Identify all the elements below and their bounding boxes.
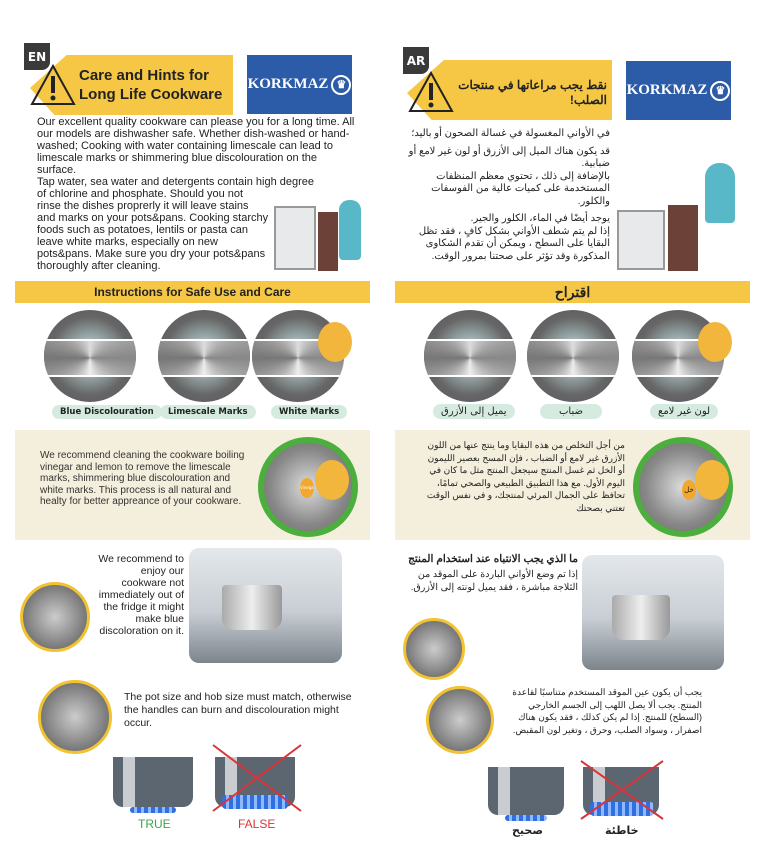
korkmaz-logo: KORKMAZ♛: [626, 61, 731, 120]
mark-label: ضباب: [540, 404, 602, 419]
sink-counter-illustration: [318, 212, 338, 271]
mark-label: White Marks: [271, 405, 348, 419]
woman-illustration: [339, 200, 361, 260]
lemon-mascot: [318, 322, 352, 362]
intro-text-3: of chlorine and phosphate. Should you no…: [37, 188, 269, 272]
page-title: نقط يجب مراعاتها في منتجات الصلب!: [458, 78, 607, 107]
warning-triangle-icon: [408, 70, 454, 112]
chef-hat-icon: ♛: [331, 74, 352, 95]
pan-blue-discolouration-image: [44, 310, 136, 402]
pan-bottom-image: [20, 582, 90, 652]
true-label: صحيح: [512, 824, 543, 837]
sink-counter-illustration: [668, 205, 698, 271]
pot-base-image: [426, 686, 494, 754]
lemon-mascot: [698, 322, 732, 362]
pan-bottom-image: [403, 618, 465, 680]
cleaning-text: من أجل التخلص من هذه البقايا وما ينتج عن…: [426, 440, 625, 513]
section-header: اقتراح: [395, 281, 750, 303]
pot-base-image: [38, 680, 112, 754]
dishwasher-illustration: [274, 206, 316, 270]
dishwasher-illustration: [617, 210, 665, 270]
pot-in-fridge: [612, 595, 670, 640]
pan-limescale-image: [158, 310, 250, 402]
mark-label: Blue Discolouration: [52, 405, 162, 419]
section-header: Instructions for Safe Use and Care: [15, 281, 370, 303]
false-label: خاطئة: [605, 824, 639, 837]
hob-text: The pot size and hob size must match, ot…: [124, 691, 352, 729]
ar-paragraph: في الأواني المغسولة في غسالة الصحون أو ب…: [411, 128, 610, 139]
ar-fridge-block: ما الذي يجب الانتباه عند استخدام المنتج …: [400, 553, 578, 594]
intro-text-2: Tap water, sea water and detergents cont…: [37, 176, 315, 188]
vinegar-drop-icon: Vinegar: [300, 478, 314, 498]
pot-correct-illustration: [113, 757, 193, 807]
ar-paragraph: إذا لم يتم شطف الأواني بشكل كافٍ ، فقد ت…: [418, 225, 610, 262]
pot-in-fridge: [222, 585, 282, 630]
cleaning-text: We recommend cleaning the cookware boili…: [40, 450, 245, 507]
small-flame-icon: [505, 815, 547, 821]
fridge-title: ما الذي يجب الانتباه عند استخدام المنتج: [408, 553, 578, 565]
title-line: Long Life Cookware: [79, 86, 223, 103]
warning-triangle-icon: [30, 63, 76, 105]
mark-label: Limescale Marks: [160, 405, 256, 419]
intro-text: Our excellent quality cookware can pleas…: [37, 116, 355, 176]
fridge-text: We recommend to enjoy our cookware not i…: [98, 553, 184, 637]
lang-tab-en: EN: [24, 43, 50, 70]
lemon-mascot: [315, 460, 349, 500]
small-flame-icon: [130, 807, 176, 813]
fridge-text: إذا تم وضع الأواني الباردة على الموقد من…: [410, 569, 578, 593]
korkmaz-logo: KORKMAZ♛: [247, 55, 352, 114]
logo-text: KORKMAZ: [626, 82, 708, 98]
pan-blue-discolouration-image: [424, 310, 516, 402]
chef-hat-icon: ♛: [710, 80, 731, 101]
title-line: Care and Hints for: [79, 67, 210, 84]
mark-label: يميل إلى الأزرق: [433, 404, 515, 419]
hob-text: يجب أن يكون عين الموقد المستخدم متناسبًا…: [512, 687, 702, 735]
pan-white-marks-image: [632, 310, 724, 402]
large-flame-icon: [222, 795, 288, 809]
ar-paragraph: قد يكون هناك الميل إلى الأزرق أو لون غير…: [408, 145, 610, 170]
true-label: TRUE: [138, 817, 171, 831]
mark-label: لون غير لامع: [650, 404, 719, 419]
woman-illustration: [705, 163, 735, 223]
lang-tab-ar: AR: [403, 47, 429, 74]
large-flame-icon: [590, 802, 654, 816]
cross-mark-icon: [580, 760, 664, 820]
pan-limescale-image: [527, 310, 619, 402]
intro-block: Our excellent quality cookware can pleas…: [37, 116, 357, 272]
pot-correct-illustration: [488, 767, 564, 815]
vinegar-drop-icon: خل: [682, 480, 696, 500]
lemon-mascot: [695, 460, 729, 500]
cross-mark-icon: [212, 744, 302, 812]
logo-text: KORKMAZ: [247, 76, 329, 92]
false-label: FALSE: [238, 817, 276, 831]
ar-intro-block: في الأواني المغسولة في غسالة الصحون أو ب…: [400, 128, 610, 263]
ar-paragraph: بالإضافة إلى ذلك ، تحتوي معظم المنظفات ا…: [431, 170, 610, 207]
ar-paragraph: يوجد أيضًا في الماء، الكلور والجير.: [470, 213, 610, 224]
